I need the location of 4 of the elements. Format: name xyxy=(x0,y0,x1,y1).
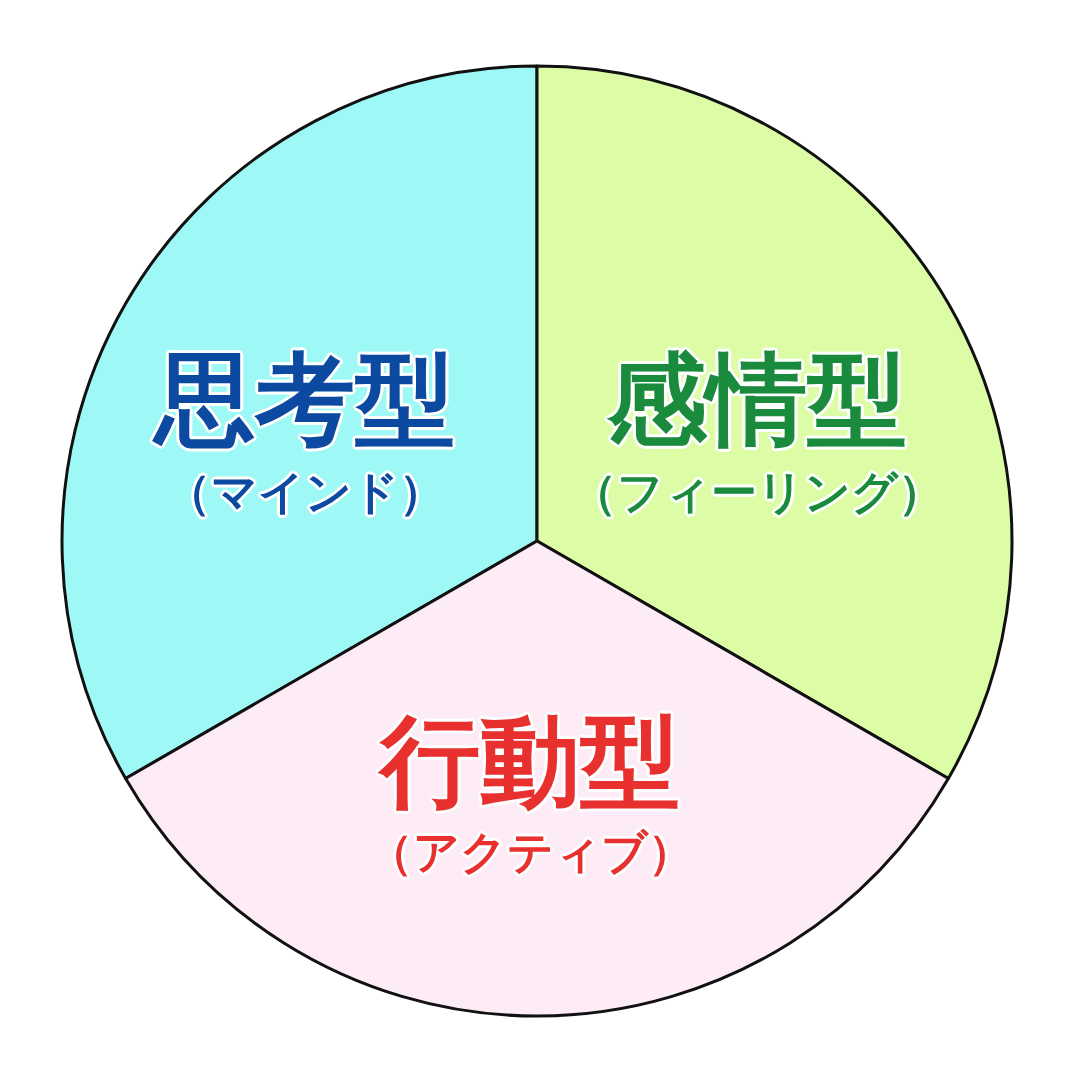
type-subtitle: （アクティブ） xyxy=(366,829,694,875)
type-subtitle: （フィーリング） xyxy=(570,469,944,515)
type-subtitle: （マインド） xyxy=(165,469,445,515)
type-title: 感情型 xyxy=(607,350,907,450)
